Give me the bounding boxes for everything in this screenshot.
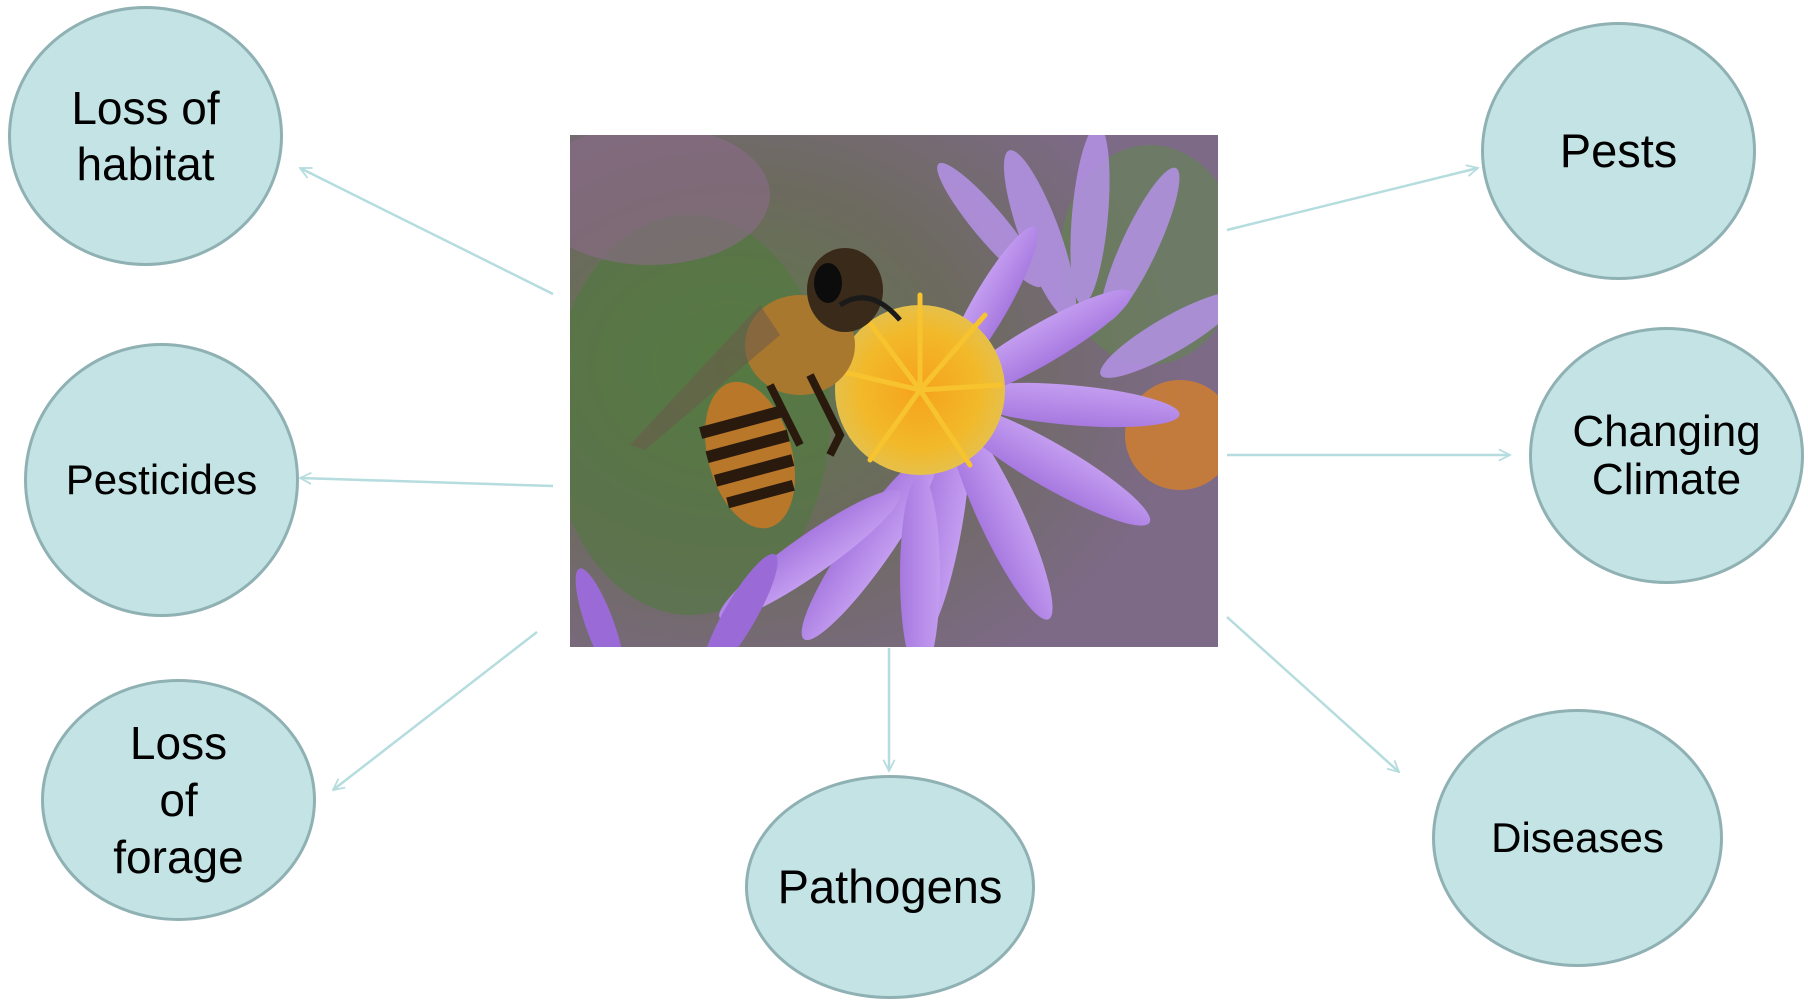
node-loss-of-habitat-label: Loss of habitat <box>71 80 219 192</box>
node-pesticides-label: Pesticides <box>66 455 257 505</box>
node-pesticides: Pesticides <box>24 343 299 617</box>
node-loss-of-forage-label: Loss of forage <box>113 715 243 886</box>
node-pathogens-label: Pathogens <box>778 859 1003 915</box>
node-diseases: Diseases <box>1432 709 1723 967</box>
node-changing-climate-label: Changing Climate <box>1572 408 1760 504</box>
arrow-to-loss-of-habitat <box>300 168 553 294</box>
arrow-to-diseases <box>1227 617 1399 772</box>
node-pests: Pests <box>1481 22 1756 280</box>
node-pests-label: Pests <box>1560 123 1678 179</box>
node-diseases-label: Diseases <box>1491 813 1664 863</box>
node-changing-climate: Changing Climate <box>1529 327 1804 584</box>
node-loss-of-habitat: Loss of habitat <box>8 6 283 266</box>
bee-on-flower-photo <box>570 135 1218 647</box>
arrow-to-pests <box>1227 168 1478 230</box>
node-loss-of-forage: Loss of forage <box>41 679 316 921</box>
node-pathogens: Pathogens <box>745 775 1035 999</box>
arrow-to-pesticides <box>300 478 553 486</box>
arrow-to-loss-of-forage <box>333 632 537 790</box>
